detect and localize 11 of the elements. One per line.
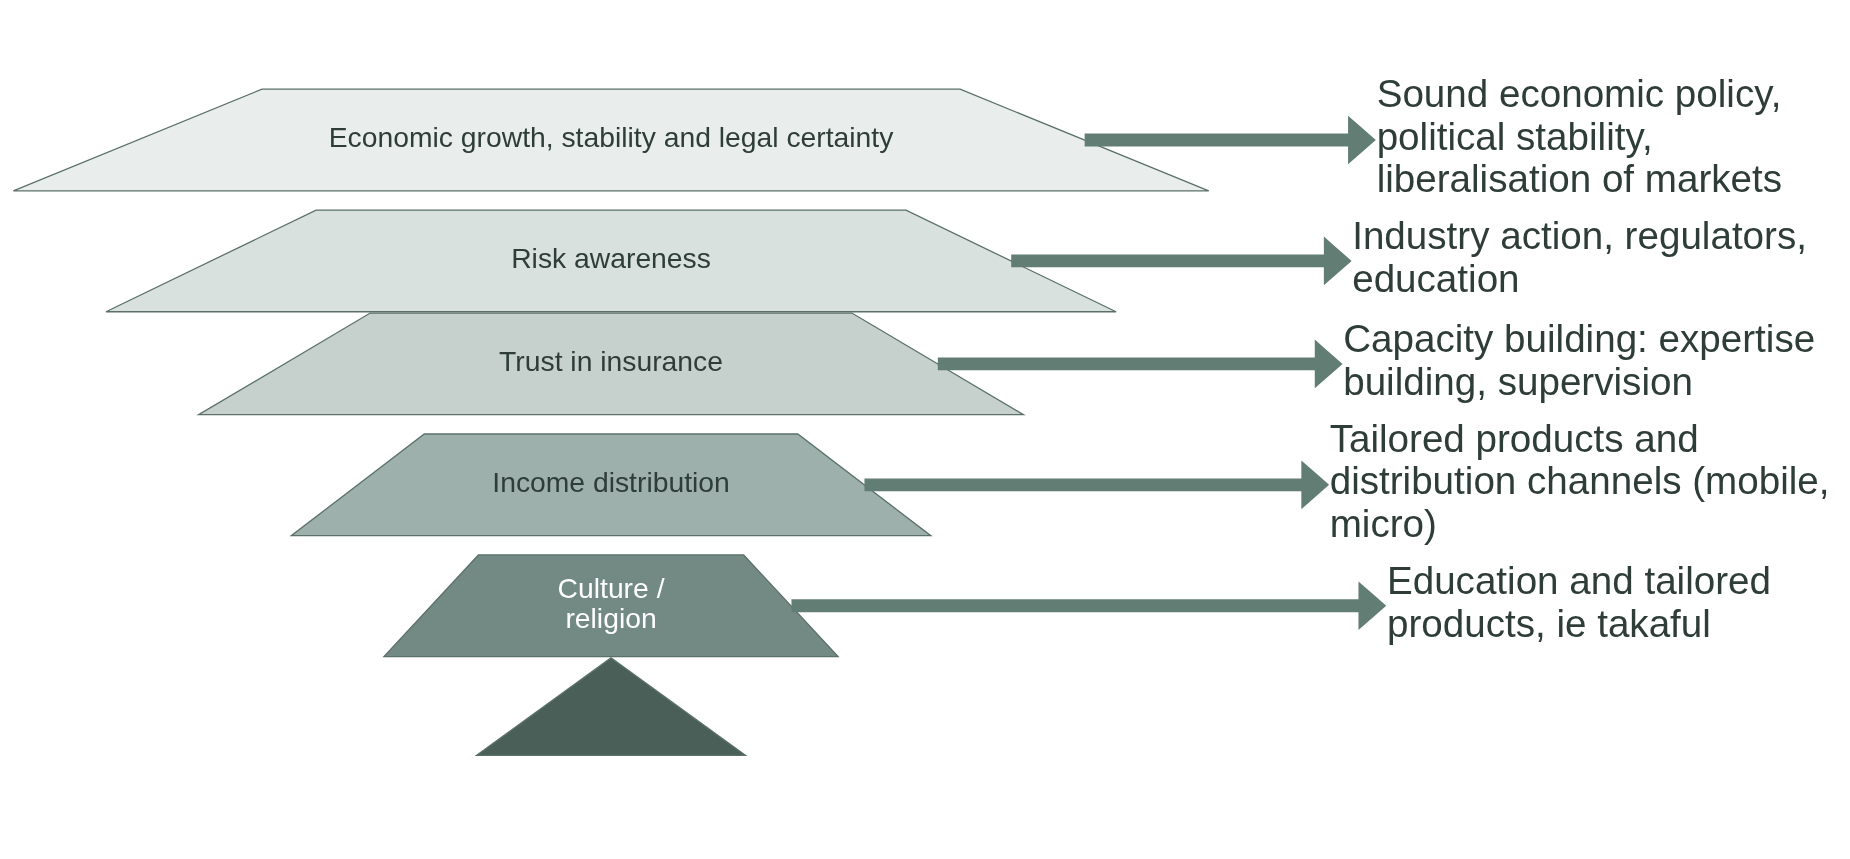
node-text: Capacity building: expertise building, supervision xyxy=(1343,317,1816,403)
node-text: Industry action, regulators, education xyxy=(1352,214,1807,300)
arrow xyxy=(1011,236,1352,286)
arrow xyxy=(791,581,1387,631)
arrow xyxy=(864,460,1330,510)
arrow xyxy=(937,339,1343,389)
node-text: Sound economic policy, political stability, liberalisation of markets xyxy=(1376,72,1783,201)
node-text: Education and tailored products, ie takaful xyxy=(1386,559,1772,645)
node-triangle xyxy=(474,657,748,756)
node-text: Tailored products and distribution channels (mobile, micro) xyxy=(1329,417,1830,545)
arrow xyxy=(1084,115,1376,165)
